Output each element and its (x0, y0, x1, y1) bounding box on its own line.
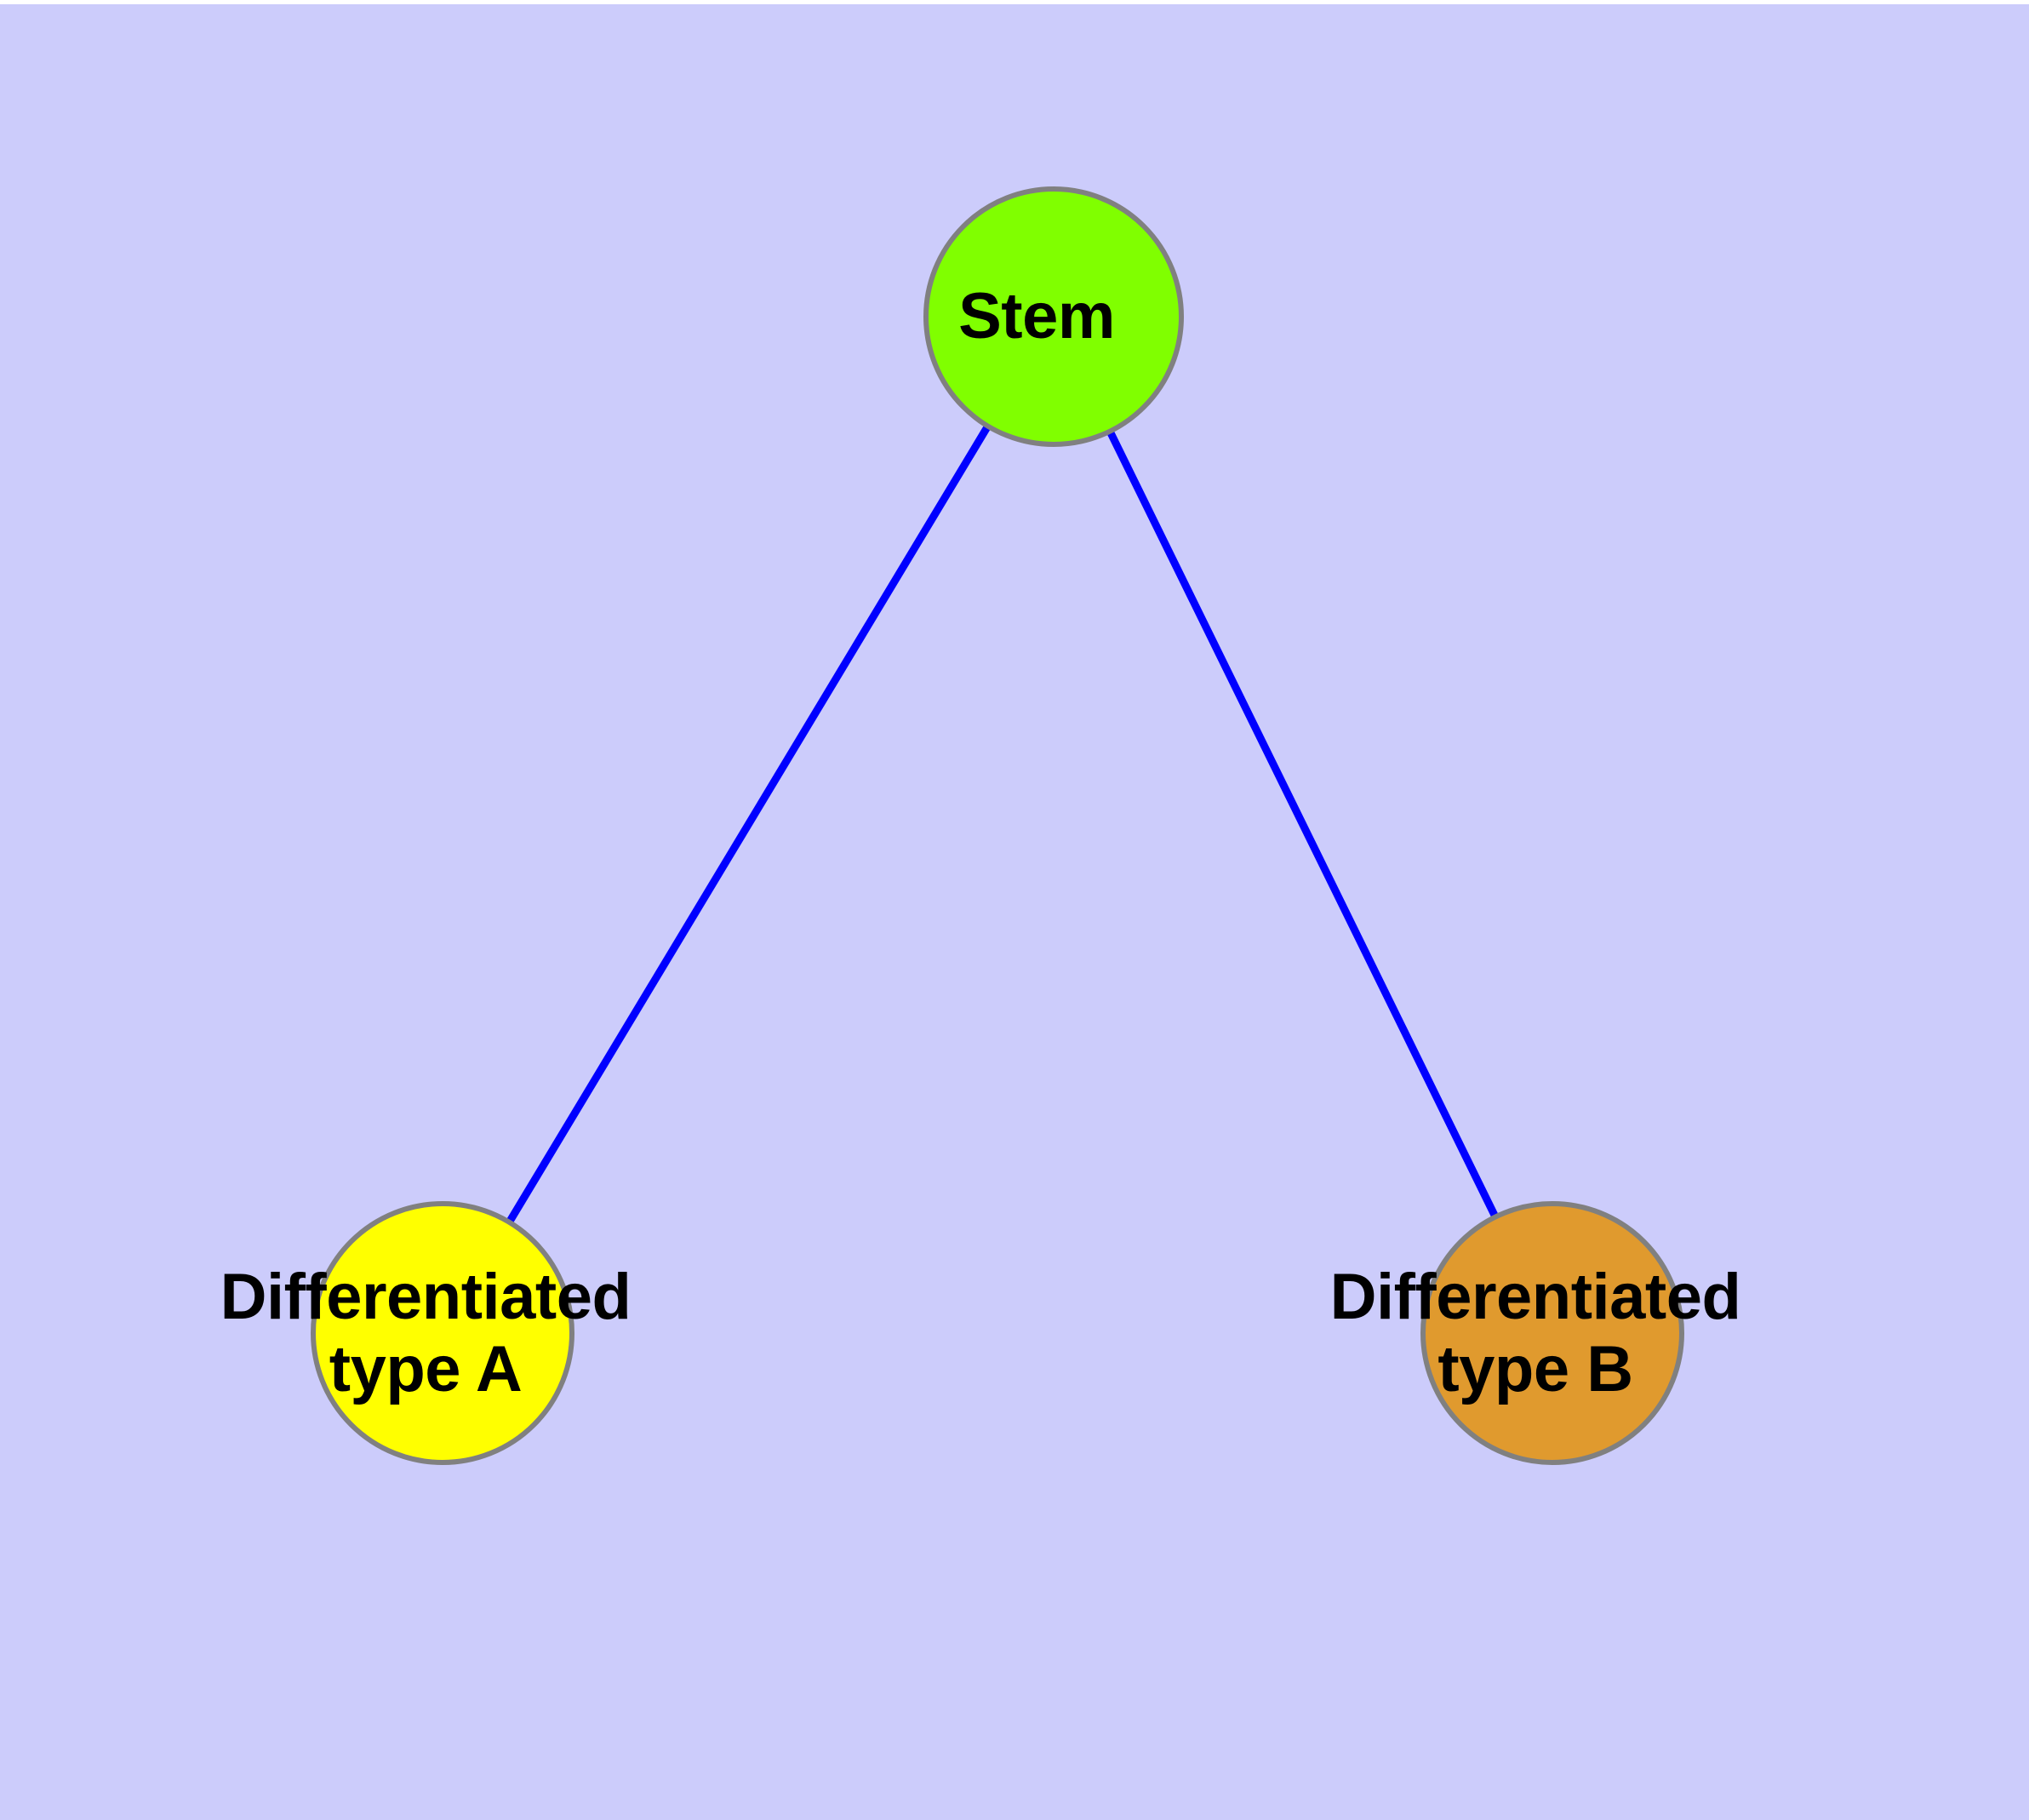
graph-node-stem[interactable] (923, 186, 1184, 447)
nodes-layer (311, 186, 1684, 1465)
graph-node-diff_a[interactable] (311, 1201, 574, 1465)
graph-edge[interactable] (439, 314, 1057, 1336)
graph-node-diff_b[interactable] (1420, 1201, 1684, 1465)
graph-edge[interactable] (1049, 315, 1557, 1335)
edges-layer (439, 314, 1557, 1336)
